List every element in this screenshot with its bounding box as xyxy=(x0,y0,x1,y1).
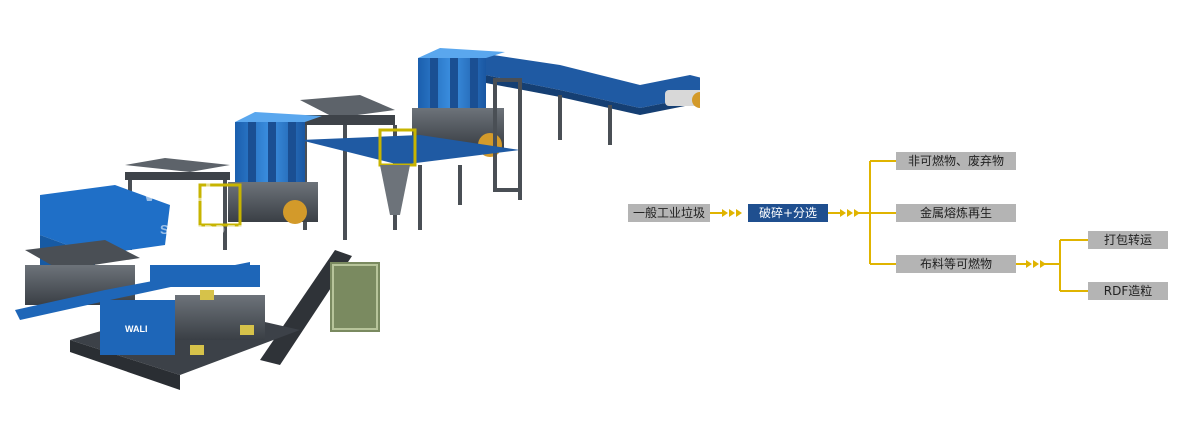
support-frame xyxy=(300,95,522,240)
node-process: 破碎+分选 xyxy=(748,204,828,222)
machine-badge: WALI xyxy=(125,324,148,334)
arrow-icon xyxy=(722,209,742,217)
node-rdf-pelletizing: RDF造粒 xyxy=(1088,282,1168,300)
separator-base xyxy=(70,265,300,390)
arrow-icon xyxy=(840,209,860,217)
node-output-metal: 金属熔炼再生 xyxy=(896,204,1016,222)
watermark-brand: WALI xyxy=(142,176,212,207)
node-output-combustible: 布料等可燃物 xyxy=(896,255,1016,273)
node-source: 一般工业垃圾 xyxy=(628,204,710,222)
top-conveyor xyxy=(460,50,700,145)
node-output-noncombustible: 非可燃物、废弃物 xyxy=(896,152,1016,170)
arrow-icon xyxy=(1026,260,1046,268)
node-baling-transfer: 打包转运 xyxy=(1088,231,1168,249)
watermark-subtitle: SHREDDER xyxy=(160,222,249,237)
shredder-line-illustration xyxy=(15,48,700,390)
